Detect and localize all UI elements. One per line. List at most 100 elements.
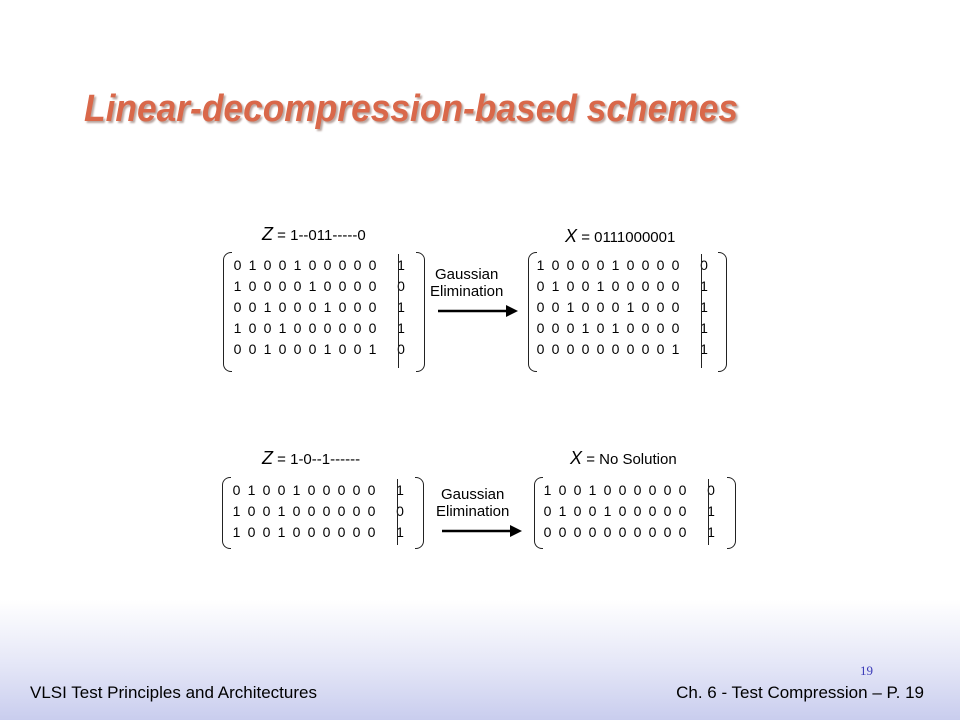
matrix-cell: 1 [543,482,552,498]
matrix-cell: 0 [611,278,620,294]
matrix-cell: 0 [671,299,680,315]
matrix-cell: 0 [337,503,346,519]
matrix-cell: 0 [633,503,642,519]
matrix-rhs-cell: 0 [397,278,405,294]
z-equation-1: Z = 1--011-----0 [262,224,366,245]
matrix-cell: 0 [322,482,331,498]
matrix-cell: 0 [581,257,590,273]
matrix-cell: 0 [656,299,665,315]
matrix-cell: 0 [641,320,650,336]
matrix-cell: 0 [678,482,687,498]
matrix-bracket-right [415,477,424,549]
matrix-bracket-right [718,252,727,372]
z-value: = 1-0--1------ [277,451,361,468]
matrix-cell: 0 [368,299,377,315]
matrix-cell: 1 [536,257,545,273]
matrix-cell: 0 [352,482,361,498]
label-line-2: Elimination [436,503,510,520]
gaussian-elimination-label-1: Gaussian Elimination [430,266,503,300]
x-value: = 0111000001 [581,229,676,246]
matrix-cell: 1 [611,320,620,336]
matrix-cell: 0 [308,299,317,315]
label-line-1: Gaussian [435,266,499,283]
matrix-cell: 0 [573,482,582,498]
augment-separator [397,479,398,545]
matrix-rhs-cell: 0 [397,341,405,357]
matrix-cell: 0 [663,524,672,540]
matrix-cell: 1 [233,320,242,336]
matrix-cell: 0 [656,278,665,294]
slide-title: Linear-decompression-based schemes [84,88,739,130]
matrix-cell: 0 [292,524,301,540]
matrix-cell: 0 [678,503,687,519]
matrix-cell: 0 [248,278,257,294]
matrix-cell: 1 [323,341,332,357]
matrix-cell: 0 [581,299,590,315]
z-variable: Z [262,448,273,468]
matrix-cell: 0 [233,257,242,273]
matrix-rhs-cell: 1 [707,524,715,540]
matrix-cell: 0 [551,320,560,336]
matrix-cell: 1 [626,299,635,315]
x-variable: X [570,448,583,468]
x-equation-2: X = No Solution [570,448,677,469]
matrix-cell: 0 [307,482,316,498]
matrix-cell: 0 [262,503,271,519]
matrix-rhs-cell: 0 [396,503,404,519]
matrix-cell: 0 [558,482,567,498]
matrix-cell: 0 [671,320,680,336]
matrix-cell: 1 [233,278,242,294]
matrix-cell: 0 [367,482,376,498]
matrix-cell: 0 [656,341,665,357]
matrix-cell: 0 [368,320,377,336]
matrix-cell: 0 [262,524,271,540]
matrix-cell: 0 [596,257,605,273]
matrix-cell: 0 [337,524,346,540]
matrix-cell: 0 [633,524,642,540]
matrix-cell: 0 [368,257,377,273]
matrix-cell: 0 [308,257,317,273]
matrix-cell: 0 [322,503,331,519]
matrix-rhs-cell: 1 [700,320,708,336]
matrix-cell: 0 [323,257,332,273]
matrix-cell: 0 [588,524,597,540]
matrix-cell: 0 [308,320,317,336]
matrix-cell: 0 [247,524,256,540]
matrix-rhs-cell: 1 [396,524,404,540]
matrix-cell: 0 [641,341,650,357]
matrix-cell: 0 [618,503,627,519]
matrix-cell: 0 [368,278,377,294]
matrix-cell: 0 [671,257,680,273]
matrix-rhs-cell: 1 [707,503,715,519]
matrix-cell: 0 [293,278,302,294]
matrix-cell: 0 [338,278,347,294]
matrix-cell: 0 [626,278,635,294]
matrix-cell: 0 [641,278,650,294]
matrix-cell: 0 [663,482,672,498]
matrix-cell: 1 [278,320,287,336]
matrix-bracket-right [416,252,425,372]
matrix-cell: 0 [663,503,672,519]
matrix-cell: 0 [536,341,545,357]
matrix-cell: 0 [338,299,347,315]
matrix-cell: 0 [278,257,287,273]
matrix-cell: 1 [581,320,590,336]
matrix-cell: 1 [277,503,286,519]
matrix-cell: 0 [338,320,347,336]
z-value: = 1--011-----0 [277,227,366,244]
matrix-cell: 1 [611,257,620,273]
matrix-cell: 1 [671,341,680,357]
matrix-cell: 0 [626,257,635,273]
matrix-cell: 0 [338,341,347,357]
matrix-rhs-cell: 1 [700,299,708,315]
matrix-cell: 0 [618,524,627,540]
